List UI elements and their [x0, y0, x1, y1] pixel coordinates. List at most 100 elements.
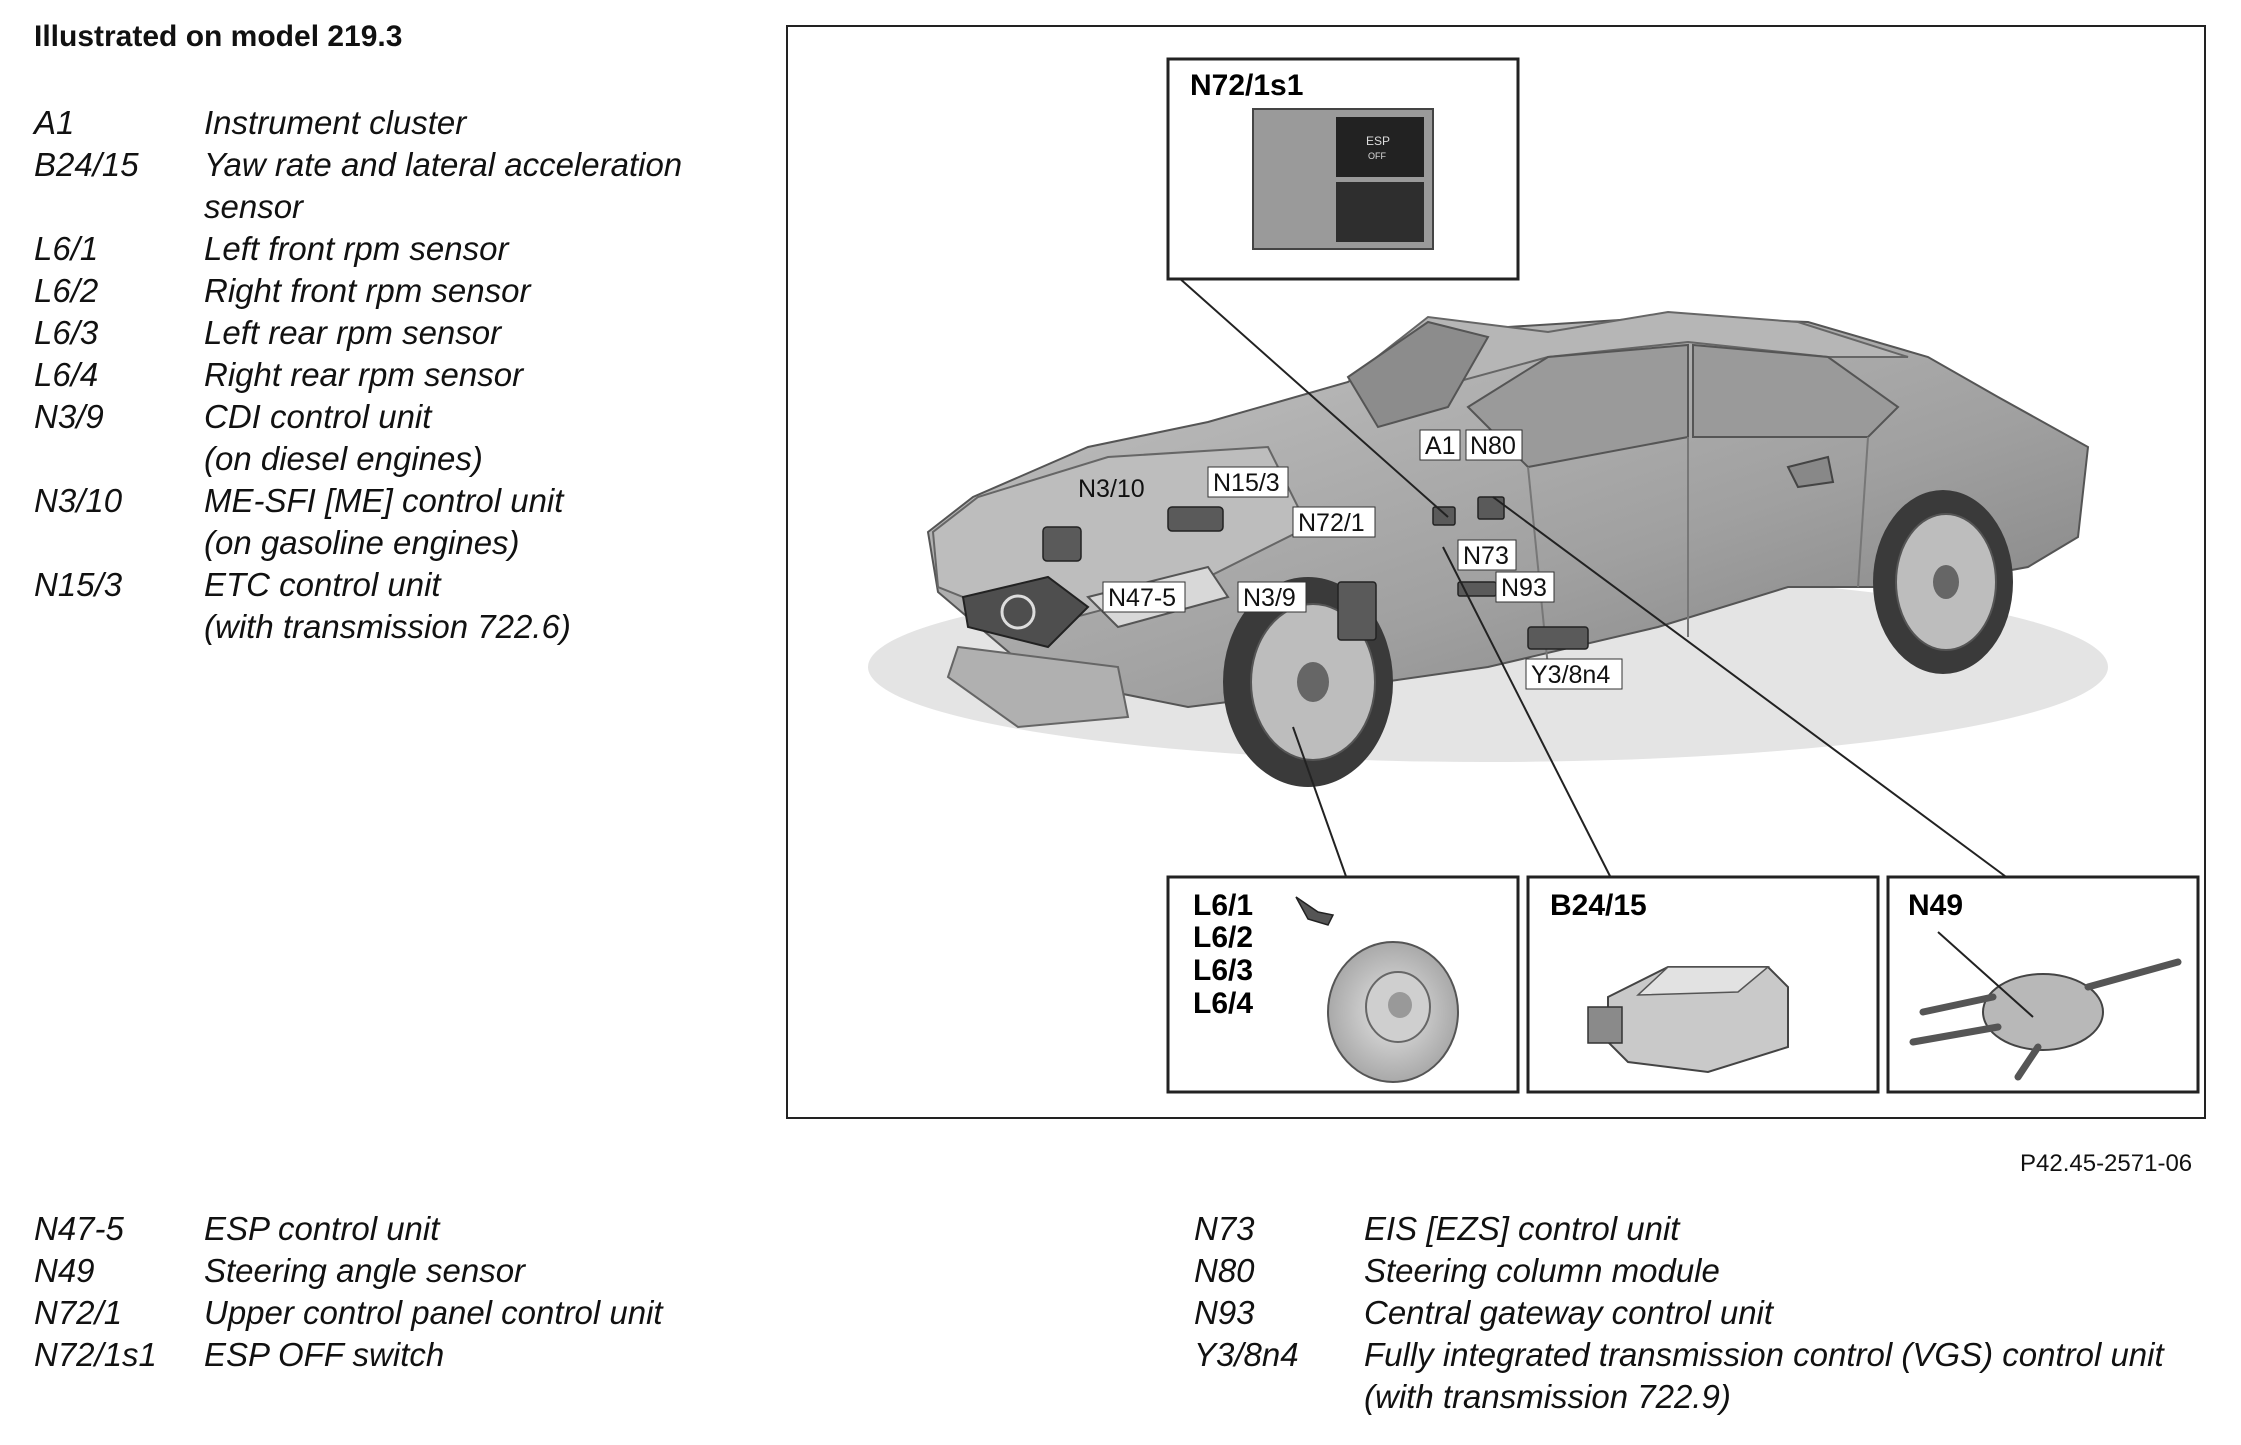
- legend-description-line: Fully integrated transmission control (V…: [1364, 1336, 2164, 1373]
- figure-drawing: N72/1s1 ESP OFF L6/1 L6/2 L6/3 L6/4 B24/…: [868, 57, 2200, 1094]
- legend-description-line: Upper control panel control unit: [204, 1294, 663, 1331]
- legend-description-line: Right rear rpm sensor: [204, 356, 524, 393]
- legend-code: N3/10: [34, 482, 123, 519]
- legend-row: L6/3 Left rear rpm sensor: [34, 312, 734, 354]
- legend-row: N3/9 CDI control unit (on diesel engines): [34, 396, 734, 480]
- legend-row: B24/15 Yaw rate and lateral acceleration s…: [34, 144, 734, 228]
- inset-label-b24-15: B24/15: [1550, 889, 1647, 922]
- callout-n47-5: N47-5: [1108, 584, 1176, 612]
- inset-label-n72-1s1: N72/1s1: [1190, 69, 1303, 102]
- callout-n72-1: N72/1: [1298, 509, 1365, 537]
- callout-n80: N80: [1470, 432, 1516, 460]
- esp-button-label: ESP: [1366, 134, 1390, 148]
- legend-description-line: sensor: [204, 188, 304, 225]
- legend-description-line: Yaw rate and lateral acceleration: [204, 146, 683, 183]
- inset-steering-angle-sensor: N49: [1886, 875, 2200, 1094]
- legend-row: N15/3 ETC control unit (with transmission …: [34, 564, 734, 648]
- esp-button-sublabel: OFF: [1368, 151, 1386, 161]
- callout-n73: N73: [1463, 542, 1509, 570]
- component-location-figure: N72/1s1 ESP OFF L6/1 L6/2 L6/3 L6/4 B24/…: [786, 25, 2206, 1119]
- legend-description-line: EIS [EZS] control unit: [1364, 1210, 1680, 1247]
- legend-row: N47-5 ESP control unit: [34, 1208, 934, 1250]
- legend-code: N15/3: [34, 566, 123, 603]
- legend-code: N3/9: [34, 398, 104, 435]
- figure-id: P42.45-2571-06: [2020, 1150, 2193, 1177]
- legend-code: L6/4: [34, 356, 99, 393]
- inset-label-l6-1: L6/1: [1193, 889, 1253, 922]
- legend-description-line: (with transmission 722.6): [204, 608, 571, 645]
- legend-code: N93: [1194, 1294, 1255, 1331]
- legend-code: L6/2: [34, 272, 99, 309]
- legend-description: Right front rpm sensor: [204, 270, 734, 312]
- legend-row: N72/1 Upper control panel control unit: [34, 1292, 934, 1334]
- legend-code: N72/1: [34, 1294, 123, 1331]
- inset-label-n49: N49: [1908, 889, 1963, 922]
- legend-description-line: Central gateway control unit: [1364, 1294, 1774, 1331]
- legend-description: Right rear rpm sensor: [204, 354, 734, 396]
- legend-row: L6/2 Right front rpm sensor: [34, 270, 734, 312]
- legend-row: Y3/8n4 Fully integrated transmission cont…: [1194, 1334, 2214, 1418]
- rpm-sensor: [1295, 896, 1335, 926]
- legend-row: N72/1s1 ESP OFF switch: [34, 1334, 934, 1376]
- callout-a1: A1: [1425, 432, 1456, 460]
- legend-description: Instrument cluster: [204, 102, 734, 144]
- legend-description: Central gateway control unit: [1364, 1292, 2214, 1334]
- legend-description: ETC control unit (with transmission 722.6…: [204, 564, 734, 648]
- esp-off-button: [1336, 117, 1424, 177]
- legend-code: N49: [34, 1252, 95, 1289]
- callout-n3-9: N3/9: [1243, 584, 1296, 612]
- inset-rpm-sensors: L6/1 L6/2 L6/3 L6/4: [1166, 875, 1520, 1094]
- legend-description: Steering column module: [1364, 1250, 2214, 1292]
- legend-description-line: (on gasoline engines): [204, 524, 520, 561]
- inset-label-l6-3: L6/3: [1193, 954, 1253, 987]
- page-title: Illustrated on model 219.3: [34, 20, 403, 53]
- legend-description-line: ESP control unit: [204, 1210, 440, 1247]
- legend-row: N73 EIS [EZS] control unit: [1194, 1208, 2214, 1250]
- legend-description: Fully integrated transmission control (V…: [1364, 1334, 2214, 1418]
- legend-description: ME-SFI [ME] control unit (on gasoline eng…: [204, 480, 734, 564]
- legend-description: CDI control unit (on diesel engines): [204, 396, 734, 480]
- callout-n15-3: N15/3: [1213, 469, 1280, 497]
- callout-y3-8n4: Y3/8n4: [1531, 661, 1610, 689]
- legend-code: N47-5: [34, 1210, 124, 1247]
- legend-code: L6/3: [34, 314, 99, 351]
- legend-description-line: Instrument cluster: [204, 104, 467, 141]
- legend-description-line: CDI control unit: [204, 398, 432, 435]
- legend-description-line: Left front rpm sensor: [204, 230, 509, 267]
- leader-lines: [1177, 276, 2014, 883]
- legend-description-line: ESP OFF switch: [204, 1336, 445, 1373]
- legend-row: A1 Instrument cluster: [34, 102, 734, 144]
- legend-code: B24/15: [34, 146, 139, 183]
- legend-description: Left front rpm sensor: [204, 228, 734, 270]
- legend-code: N72/1s1: [34, 1336, 157, 1373]
- legend-row: L6/1 Left front rpm sensor: [34, 228, 734, 270]
- inset-label-l6-4: L6/4: [1193, 987, 1253, 1020]
- legend-code: Y3/8n4: [1194, 1336, 1299, 1373]
- legend-description-line: Steering column module: [1364, 1252, 1720, 1289]
- legend-description: Left rear rpm sensor: [204, 312, 734, 354]
- legend-description: ESP OFF switch: [204, 1334, 934, 1376]
- legend-code: N73: [1194, 1210, 1255, 1247]
- legend-description-line: Left rear rpm sensor: [204, 314, 502, 351]
- legend-code: L6/1: [34, 230, 99, 267]
- legend-code: A1: [34, 104, 75, 141]
- legend-description-line: ME-SFI [ME] control unit: [204, 482, 564, 519]
- legend-description-line: (with transmission 722.9): [1364, 1378, 1731, 1415]
- steering-column-module: [1982, 973, 2104, 1051]
- legend-description: Yaw rate and lateral acceleration sensor: [204, 144, 734, 228]
- legend-row: N3/10 ME-SFI [ME] control unit (on gasolin…: [34, 480, 734, 564]
- legend-description: Upper control panel control unit: [204, 1292, 934, 1334]
- legend-description-line: Steering angle sensor: [204, 1252, 526, 1289]
- legend-description-line: (on diesel engines): [204, 440, 483, 477]
- legend-row: L6/4 Right rear rpm sensor: [34, 354, 734, 396]
- callout-n93: N93: [1501, 574, 1547, 602]
- callout-labels: A1 N80 N3/10 N15/3 N72/1 N73 N47-5 N3/9 …: [1078, 429, 1623, 690]
- legend-description-line: ETC control unit: [204, 566, 441, 603]
- inset-esp-off-switch: N72/1s1 ESP OFF: [1166, 57, 1520, 281]
- legend-row: N93 Central gateway control unit: [1194, 1292, 2214, 1334]
- legend-description: Steering angle sensor: [204, 1250, 934, 1292]
